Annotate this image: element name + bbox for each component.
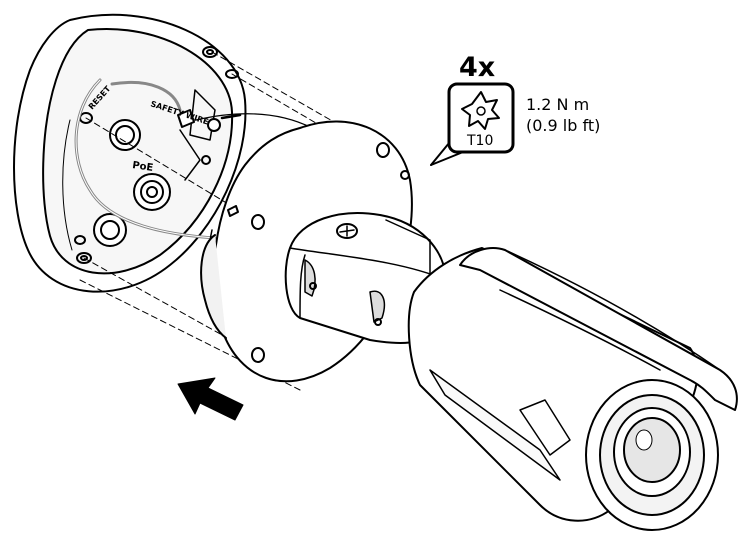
mounting-direction-arrow	[177, 377, 244, 421]
camera-arm	[284, 212, 447, 344]
junction-box-screw-holes	[74, 46, 239, 264]
torque-nm-label: 1.2 N m	[526, 95, 589, 114]
camera-lens	[585, 379, 719, 531]
torque-callout	[430, 82, 515, 166]
junction-box	[13, 13, 313, 293]
mounting-plate-screws	[251, 142, 410, 363]
quantity-label: 4x	[459, 52, 495, 83]
safety-wire	[195, 113, 313, 129]
safety-wire-anchor	[177, 109, 221, 132]
poe-label: PoE	[132, 160, 155, 174]
cable-ports	[93, 119, 171, 247]
torque-lbft-label: (0.9 lb ft)	[526, 116, 600, 135]
bit-size-label: T10	[466, 133, 493, 149]
